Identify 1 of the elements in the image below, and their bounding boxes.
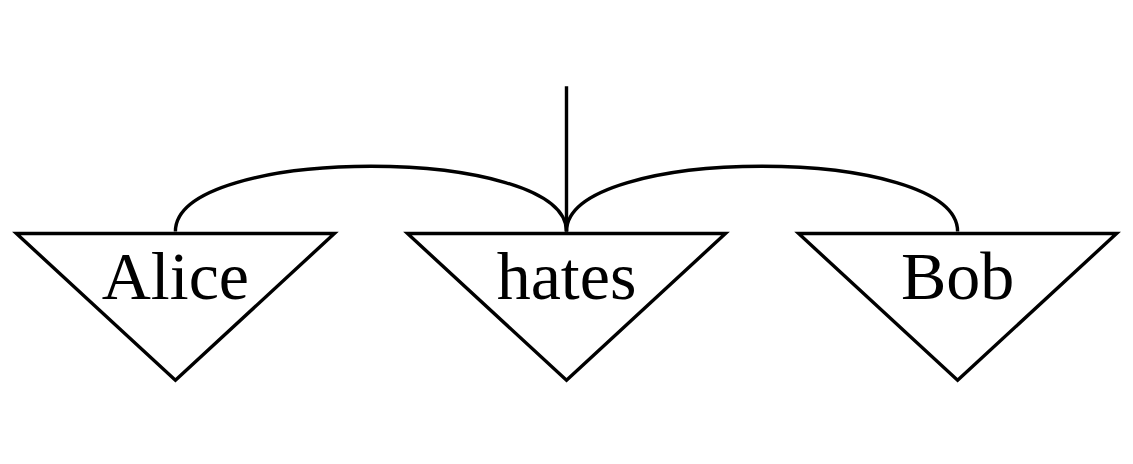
connector [564,85,569,231]
